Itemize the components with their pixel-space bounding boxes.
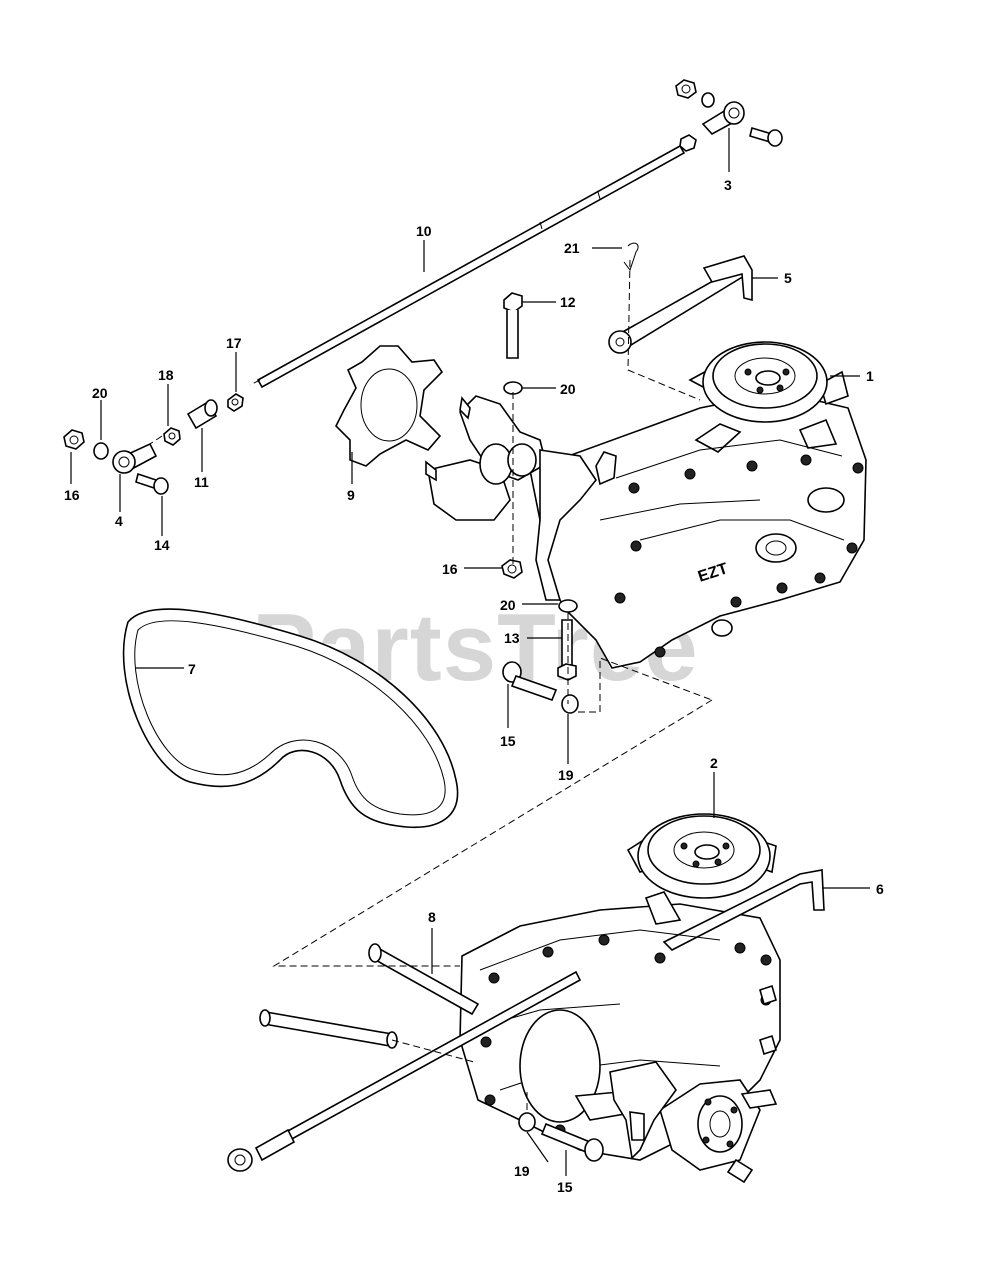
- callout-labels: 3 10 21 5 12 20 1 17 18 20 16 4 14 11 9 …: [64, 177, 884, 1195]
- part-21-hair-pin[interactable]: [623, 242, 639, 272]
- part-3-rod-end-assembly[interactable]: [675, 79, 783, 152]
- part-16-nut-left[interactable]: [63, 429, 85, 450]
- callout-20-upper: 20: [560, 381, 576, 397]
- part-20-washer-left[interactable]: [93, 442, 109, 460]
- callout-16-center: 16: [442, 561, 458, 577]
- callout-20-left: 20: [92, 385, 108, 401]
- part-8-spacer-tubes[interactable]: [259, 943, 480, 1049]
- callout-7: 7: [188, 661, 196, 677]
- washer-top: [701, 92, 715, 108]
- part-10-control-rod[interactable]: [256, 144, 686, 389]
- leader-lines: [70, 128, 870, 1176]
- callout-3: 3: [724, 177, 732, 193]
- bolt-top: [749, 126, 783, 147]
- callout-15-upper: 15: [500, 733, 516, 749]
- part-5-control-arm[interactable]: [608, 255, 753, 354]
- callout-21: 21: [564, 240, 580, 256]
- part-12-bolt[interactable]: [503, 292, 523, 359]
- part-4-ball-joint[interactable]: [112, 442, 158, 474]
- callout-20-lower: 20: [500, 597, 516, 613]
- callout-9: 9: [347, 487, 355, 503]
- part-20-washer-lower[interactable]: [558, 599, 578, 613]
- callout-10: 10: [416, 223, 432, 239]
- part-7-drive-belt[interactable]: [122, 608, 459, 828]
- part-1-transaxle-right[interactable]: EZT: [425, 341, 867, 669]
- callout-12: 12: [560, 294, 576, 310]
- nut-top: [675, 79, 697, 99]
- part-14-bolt[interactable]: [135, 472, 169, 495]
- part-19-washer-lower[interactable]: [518, 1112, 536, 1132]
- assembly-dashed-lines: [149, 259, 713, 1110]
- callout-15-lower: 15: [557, 1179, 573, 1195]
- part-9-mounting-plate[interactable]: [335, 345, 444, 467]
- callout-6: 6: [876, 881, 884, 897]
- part-17-jam-nut[interactable]: [227, 393, 244, 412]
- part-18-nut[interactable]: [163, 427, 181, 446]
- ball-joint-top: [701, 101, 745, 136]
- callout-1: 1: [866, 368, 874, 384]
- lower-control-rod: [227, 970, 582, 1172]
- callout-16-left: 16: [64, 487, 80, 503]
- part-15-bolt-lower[interactable]: [540, 1122, 604, 1162]
- callout-19-upper: 19: [558, 767, 574, 783]
- callout-13: 13: [504, 630, 520, 646]
- callout-19-lower: 19: [514, 1163, 530, 1179]
- callout-5: 5: [784, 270, 792, 286]
- part-15-bolt-upper[interactable]: [502, 661, 558, 702]
- callout-2: 2: [710, 755, 718, 771]
- callout-14: 14: [154, 537, 170, 553]
- part-16-nut-center[interactable]: [501, 559, 523, 579]
- callout-11: 11: [194, 474, 209, 490]
- part-13-bolt[interactable]: [557, 619, 577, 681]
- part-11-coupler[interactable]: [186, 399, 218, 430]
- part-2-transaxle-left[interactable]: [459, 813, 825, 1184]
- part-19-washer-upper[interactable]: [561, 694, 579, 714]
- callout-17: 17: [226, 335, 242, 351]
- callout-8: 8: [428, 909, 436, 925]
- callout-18: 18: [158, 367, 174, 383]
- callout-4: 4: [115, 513, 123, 529]
